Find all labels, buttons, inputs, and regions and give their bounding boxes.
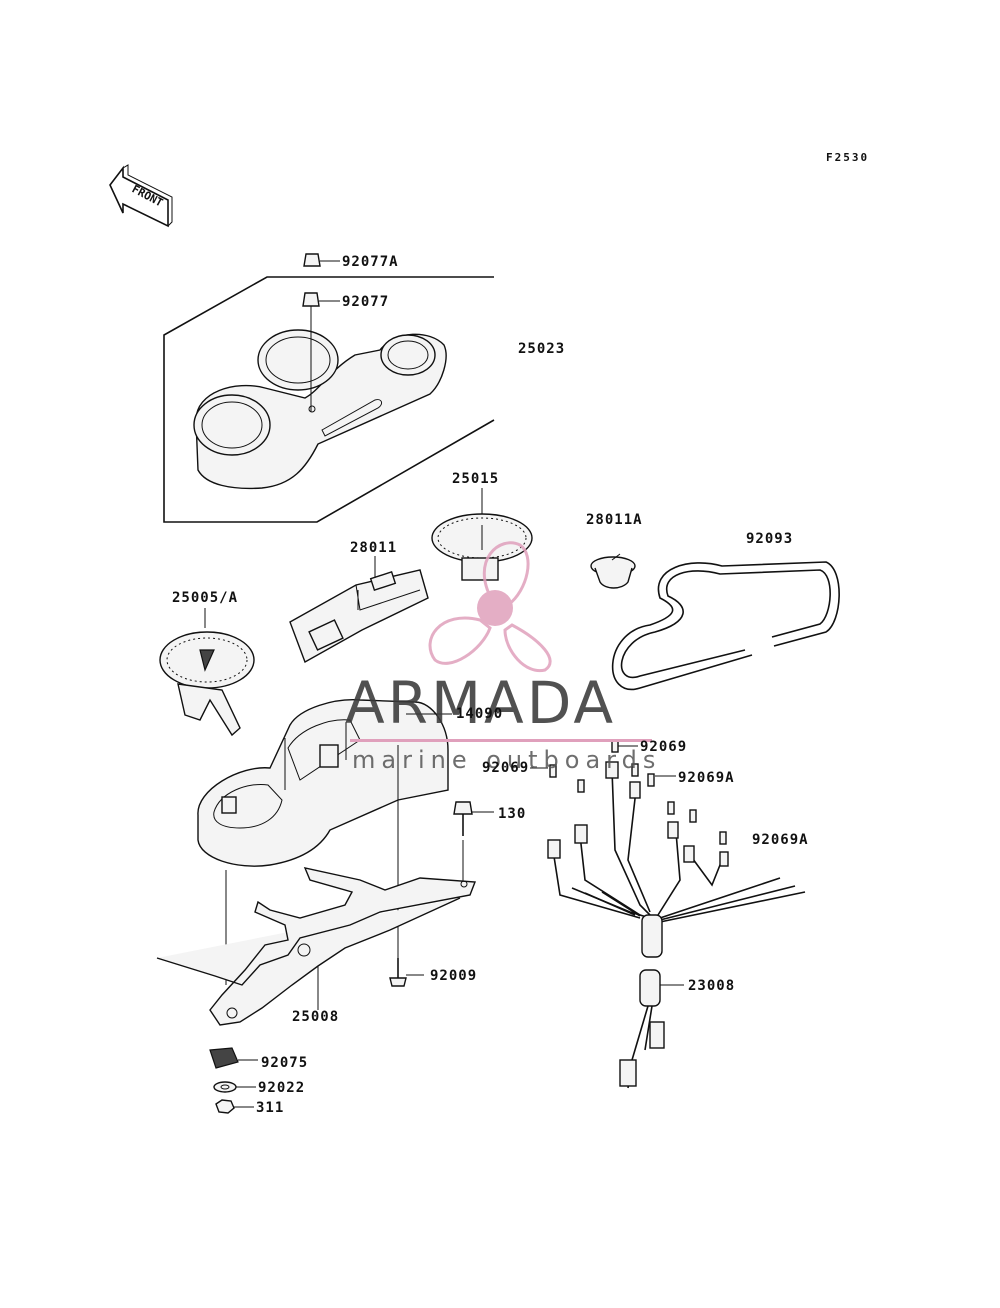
part-label-23008[interactable]: 23008 (688, 978, 736, 994)
part-label-92069-right[interactable]: 92069 (640, 739, 688, 755)
part-label-130[interactable]: 130 (498, 806, 527, 822)
part-label-25023[interactable]: 25023 (518, 341, 566, 357)
screw-92077A-icon (303, 253, 340, 267)
grommet-92075-icon (209, 1047, 258, 1069)
watermark-rule (350, 739, 652, 742)
watermark-propeller-icon (428, 541, 552, 673)
part-label-92077A[interactable]: 92077A (342, 254, 399, 270)
tachometer-face (431, 488, 533, 581)
part-label-92093[interactable]: 92093 (746, 531, 794, 547)
lamp-28011A (590, 553, 636, 589)
part-label-92069-left[interactable]: 92069 (482, 760, 530, 776)
screw-92009-icon (389, 958, 424, 987)
speedometer-face (159, 608, 255, 737)
part-label-25015[interactable]: 25015 (452, 471, 500, 487)
part-label-28011A[interactable]: 28011A (586, 512, 643, 528)
part-label-92069A-lower[interactable]: 92069A (752, 832, 809, 848)
part-label-28011[interactable]: 28011 (350, 540, 398, 556)
part-label-92022[interactable]: 92022 (258, 1080, 306, 1096)
part-label-25008[interactable]: 25008 (292, 1009, 340, 1025)
wiring-harness-23008 (530, 739, 806, 1089)
bracket-25008 (156, 867, 476, 1026)
part-label-311[interactable]: 311 (256, 1100, 285, 1116)
washer-92022-icon (213, 1081, 256, 1093)
screw-92077-icon (302, 292, 340, 412)
seal-92093 (611, 561, 840, 691)
front-arrow-icon: FRONT (109, 164, 173, 228)
nut-311-icon (215, 1099, 254, 1114)
screw-130-icon (453, 801, 494, 888)
part-label-92069A-upper[interactable]: 92069A (678, 770, 735, 786)
part-label-92075[interactable]: 92075 (261, 1055, 309, 1071)
part-label-92077[interactable]: 92077 (342, 294, 390, 310)
watermark-subtitle: marine outboards (352, 746, 662, 774)
figure-code: F2530 (826, 151, 870, 164)
socket-block-28011 (289, 556, 429, 664)
part-label-25005A[interactable]: 25005/A (172, 590, 239, 606)
part-label-92009[interactable]: 92009 (430, 968, 478, 984)
watermark-title: ARMADA (345, 669, 617, 737)
front-arrow-label: FRONT (130, 182, 166, 209)
part-label-14090[interactable]: 14090 (456, 706, 504, 722)
meter-case-assembly (163, 276, 495, 523)
